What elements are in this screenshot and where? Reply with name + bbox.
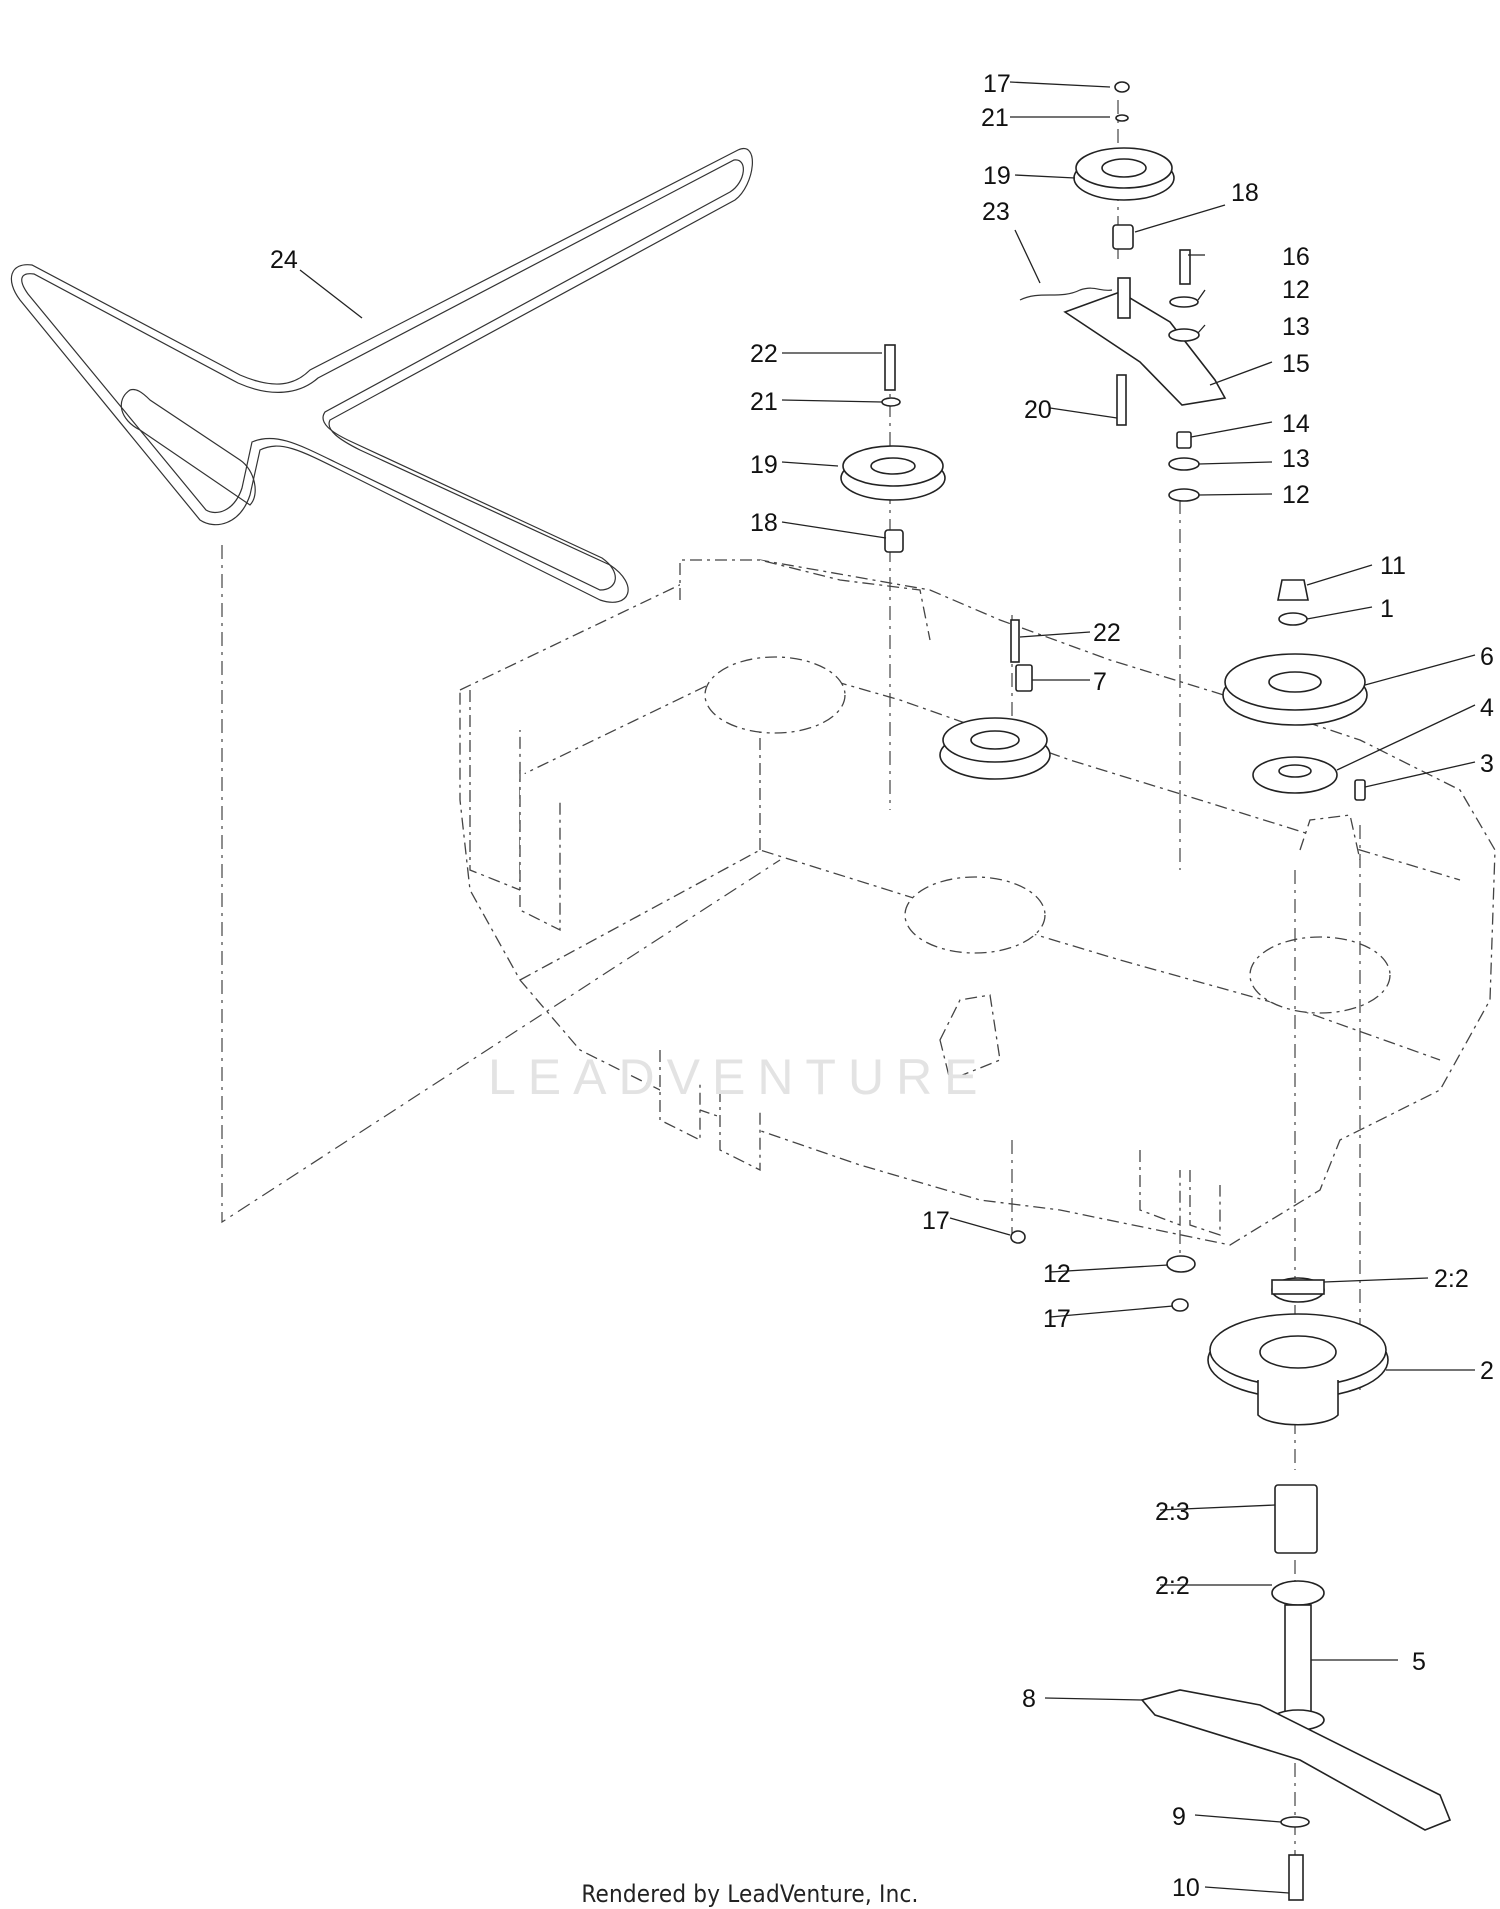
callout-7: 7 xyxy=(1093,668,1107,696)
callout-18-center: 18 xyxy=(750,509,778,537)
callout-22-front: 22 xyxy=(1093,619,1121,647)
spindle-pulley-stack xyxy=(1222,579,1368,801)
callout-labels: 17 21 19 18 23 16 12 13 15 20 14 13 12 2… xyxy=(270,70,1494,1902)
callout-12-upper: 12 xyxy=(1282,276,1310,304)
callout-19-center: 19 xyxy=(750,451,778,479)
watermark: LEADVENTURE xyxy=(488,1049,990,1105)
callout-10: 10 xyxy=(1172,1874,1200,1902)
callout-22-center: 22 xyxy=(750,340,778,368)
callout-15: 15 xyxy=(1282,350,1310,378)
callout-9: 9 xyxy=(1172,1803,1186,1831)
callout-6: 6 xyxy=(1480,643,1494,671)
callout-11: 11 xyxy=(1380,552,1406,580)
callout-12-lower: 12 xyxy=(1282,481,1310,509)
callout-12-deck: 12 xyxy=(1043,1260,1071,1288)
callout-24: 24 xyxy=(270,246,298,274)
callout-18-top: 18 xyxy=(1231,179,1259,207)
leader-lines xyxy=(299,81,1476,1894)
callout-19-top: 19 xyxy=(983,162,1011,190)
callout-23: 23 xyxy=(982,198,1010,226)
callout-2-3: 2:3 xyxy=(1155,1498,1190,1526)
callout-17-deck: 17 xyxy=(922,1207,950,1235)
lower-hardware xyxy=(1010,1230,1196,1312)
callout-1: 1 xyxy=(1380,595,1394,623)
callout-17-bottom: 17 xyxy=(1043,1305,1071,1333)
callout-5: 5 xyxy=(1412,1648,1426,1676)
drive-belt xyxy=(10,147,753,603)
callout-14: 14 xyxy=(1282,410,1310,438)
callout-2: 2 xyxy=(1480,1357,1494,1385)
mower-blade xyxy=(1140,1689,1452,1901)
callout-16: 16 xyxy=(1282,243,1310,271)
idler-assembly-center xyxy=(840,344,946,553)
callout-21-top: 21 xyxy=(981,104,1009,132)
callout-3: 3 xyxy=(1480,750,1494,778)
callout-13-upper: 13 xyxy=(1282,313,1310,341)
callout-8: 8 xyxy=(1022,1685,1036,1713)
idler-assembly-front xyxy=(939,619,1051,780)
callout-4: 4 xyxy=(1480,694,1494,722)
callout-13-lower: 13 xyxy=(1282,445,1310,473)
callout-2-2-upper: 2:2 xyxy=(1434,1265,1469,1293)
callout-17-top: 17 xyxy=(983,70,1011,98)
callout-21-center: 21 xyxy=(750,388,778,416)
footer-credit: Rendered by LeadVenture, Inc. xyxy=(581,1880,919,1908)
spindle-housing xyxy=(1207,1277,1389,1731)
callout-2-2-lower: 2:2 xyxy=(1155,1572,1190,1600)
idler-assembly-upper xyxy=(1019,81,1227,502)
callout-20: 20 xyxy=(1024,396,1052,424)
